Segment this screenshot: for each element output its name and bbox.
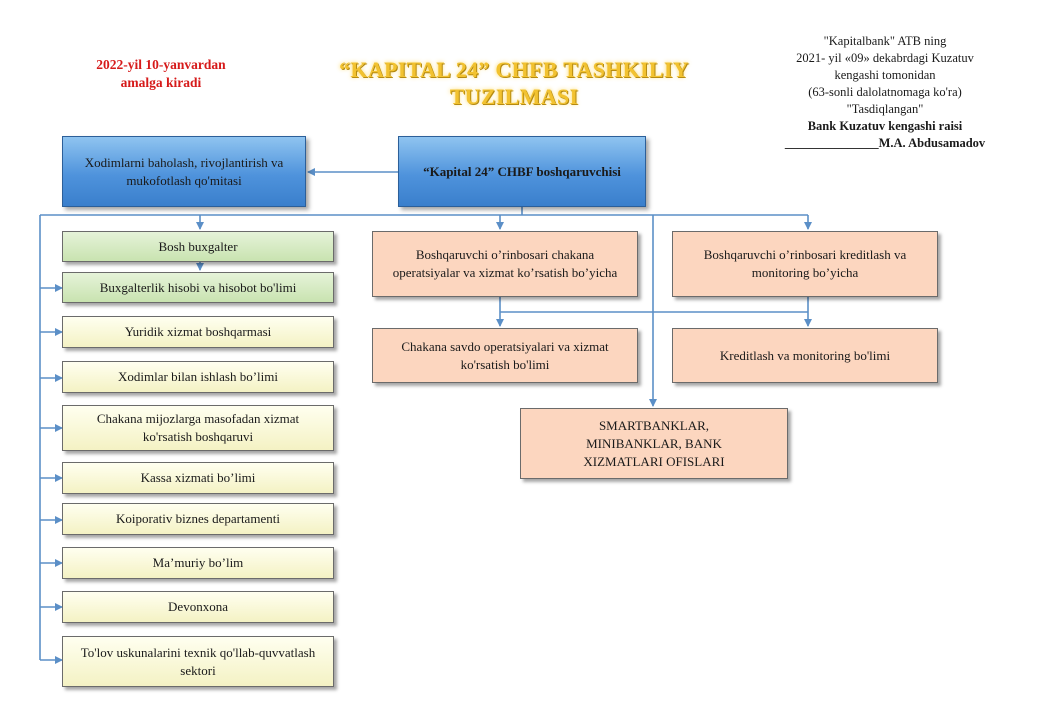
node-ceo-label: “Kapital 24” CHBF boshqaruvchisi: [423, 163, 621, 179]
approval-line1: "Kapitalbank" ATB ning: [823, 34, 947, 48]
node-remote-service-label: Chakana mijozlarga masofadan xizmat ko'r…: [96, 411, 300, 444]
node-credit-dept-label: Kreditlash va monitoring bo'limi: [719, 347, 891, 363]
node-remote-service: Chakana mijozlarga masofadan xizmat ko'r…: [62, 405, 334, 451]
node-accounting-dept: Buxgalterlik hisobi va hisobot bo'limi: [62, 272, 334, 303]
approval-signature-line: _______________M.A. Abdusamadov: [784, 136, 986, 150]
node-legal: Yuridik xizmat boshqarmasi: [62, 316, 334, 348]
node-offices-label: SMARTBANKLAR, MINIBANKLAR, BANK XIZMATLA…: [583, 417, 725, 469]
node-retail-ops-dept-label: Chakana savdo operatsiyalari va xizmat k…: [401, 338, 609, 372]
approval-line4: (63-sonli dalolatnomaga ko'ra): [808, 85, 962, 99]
page-title: “KAPITAL 24” CHFB TASHKILIY TUZILMASI: [318, 56, 710, 110]
approval-block: "Kapitalbank" ATB ning 2021- yil «09» de…: [760, 33, 1010, 152]
page-title-line2: TUZILMASI: [449, 84, 579, 109]
node-hr: Xodimlar bilan ishlash bo’limi: [62, 361, 334, 393]
node-ceo: “Kapital 24” CHBF boshqaruvchisi: [398, 136, 646, 207]
node-deputy-retail-label: Boshqaruvchi o’rinbosari chakana operats…: [392, 247, 618, 280]
node-cash-label: Kassa xizmati bo’limi: [140, 470, 256, 485]
node-admin-label: Ma’muriy bo’lim: [152, 555, 244, 570]
node-committee-label: Xodimlarni baholash, rivojlantirish va m…: [84, 154, 284, 188]
node-committee: Xodimlarni baholash, rivojlantirish va m…: [62, 136, 306, 207]
effective-date-line1: 2022-yil 10-yanvardan: [96, 57, 226, 72]
node-admin: Ma’muriy bo’lim: [62, 547, 334, 579]
node-deputy-retail: Boshqaruvchi o’rinbosari chakana operats…: [372, 231, 638, 297]
node-payment-support-label: To'lov uskunalarini texnik qo'llab-quvva…: [80, 644, 316, 678]
approval-line5: "Tasdiqlangan": [846, 102, 924, 116]
node-hr-label: Xodimlar bilan ishlash bo’limi: [118, 369, 278, 384]
node-payment-support: To'lov uskunalarini texnik qo'llab-quvva…: [62, 636, 334, 687]
effective-date-note: 2022-yil 10-yanvardan amalga kiradi: [66, 56, 256, 92]
node-offices: SMARTBANKLAR, MINIBANKLAR, BANK XIZMATLA…: [520, 408, 788, 479]
node-registry-label: Devonxona: [168, 599, 228, 614]
node-cash: Kassa xizmati bo’limi: [62, 462, 334, 494]
node-credit-dept: Kreditlash va monitoring bo'limi: [672, 328, 938, 383]
node-legal-label: Yuridik xizmat boshqarmasi: [124, 324, 272, 339]
page-title-line1: “KAPITAL 24” CHFB TASHKILIY: [339, 57, 689, 82]
node-retail-ops-dept: Chakana savdo operatsiyalari va xizmat k…: [372, 328, 638, 383]
approval-line3: kengashi tomonidan: [834, 68, 936, 82]
effective-date-line2: amalga kiradi: [120, 75, 202, 90]
approval-line2: 2021- yil «09» dekabrdagi Kuzatuv: [796, 51, 974, 65]
node-accounting-dept-label: Buxgalterlik hisobi va hisobot bo'limi: [99, 279, 297, 295]
node-chief-accountant-label: Bosh buxgalter: [158, 238, 238, 254]
node-corporate: Koiporativ biznes departamenti: [62, 503, 334, 535]
node-deputy-credit-label: Boshqaruvchi o’rinbosari kreditlash va m…: [703, 247, 907, 280]
node-corporate-label: Koiporativ biznes departamenti: [116, 511, 280, 526]
approval-chair-title: Bank Kuzatuv kengashi raisi: [807, 119, 963, 133]
node-registry: Devonxona: [62, 591, 334, 623]
node-chief-accountant: Bosh buxgalter: [62, 231, 334, 262]
node-deputy-credit: Boshqaruvchi o’rinbosari kreditlash va m…: [672, 231, 938, 297]
